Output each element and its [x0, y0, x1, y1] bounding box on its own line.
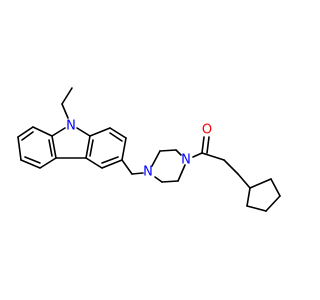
- bond-ethyl-ch2-n: [61, 103, 69, 119]
- bond-right-ring-4: [101, 159, 123, 169]
- bond-cp-4: [246, 205, 267, 212]
- bond-pip-2: [159, 149, 177, 152]
- bond-pip-3: [175, 149, 182, 156]
- bonds: [17, 87, 281, 212]
- bond-c-o-2: [206, 136, 210, 154]
- bond-ch2-cyclopentyl: [237, 173, 251, 189]
- bond-ch2-ch2: [223, 159, 239, 175]
- nitrogen-piperazine-right-label: N: [181, 153, 191, 168]
- bond-n-c9a: [51, 127, 66, 137]
- bond-cp-2: [270, 178, 281, 197]
- bond-right-ring-1: [89, 127, 111, 137]
- bond-cp-5: [246, 187, 251, 207]
- nitrogen-piperazine-left-label: N: [143, 165, 153, 180]
- bond-right-ring-2: [109, 127, 127, 139]
- bond-ethyl-ch3: [61, 87, 73, 105]
- bond-left-ring-inner: [48, 139, 53, 157]
- bond-pip-5: [161, 180, 179, 183]
- atom-labels: N N N O: [66, 119, 212, 180]
- oxygen-carbonyl-label: O: [202, 123, 212, 138]
- bond-pip-4: [177, 164, 186, 182]
- bond-right-ring-5: [85, 157, 103, 169]
- nitrogen-carbazole-label: N: [66, 119, 76, 134]
- bond-right-ring-2-double: [109, 132, 123, 142]
- bond-right-ring-inner: [89, 139, 94, 157]
- bond-left-ring-2-double: [21, 131, 34, 141]
- bond-right-ring-3: [121, 137, 127, 161]
- bond-left-ring-3: [17, 136, 22, 161]
- bond-n-c8a: [76, 127, 91, 137]
- bond-left-ring-4: [20, 159, 41, 169]
- bond-left-ring-1: [32, 126, 53, 137]
- chemical-structure: N N N O: [17, 87, 281, 212]
- bond-cp-3: [265, 195, 281, 212]
- bond-cp-1: [249, 178, 272, 189]
- bond-left-ring-5: [39, 157, 57, 169]
- bond-ch2-n: [131, 172, 144, 175]
- bond-pip-6: [154, 176, 163, 183]
- bond-left-ring-2: [17, 126, 34, 138]
- bond-c9a-c4b: [51, 135, 57, 159]
- bond-n-carbonyl: [192, 152, 203, 158]
- bond-c-o-1: [201, 136, 205, 154]
- bond-pip-1: [151, 150, 161, 167]
- bond-right-ring-4-double: [101, 156, 119, 164]
- bond-carbonyl-ch2: [201, 152, 225, 161]
- bond-left-ring-4-double: [24, 156, 41, 164]
- bond-c8a-c4a: [85, 135, 91, 159]
- bond-aryl-ch2: [121, 159, 133, 175]
